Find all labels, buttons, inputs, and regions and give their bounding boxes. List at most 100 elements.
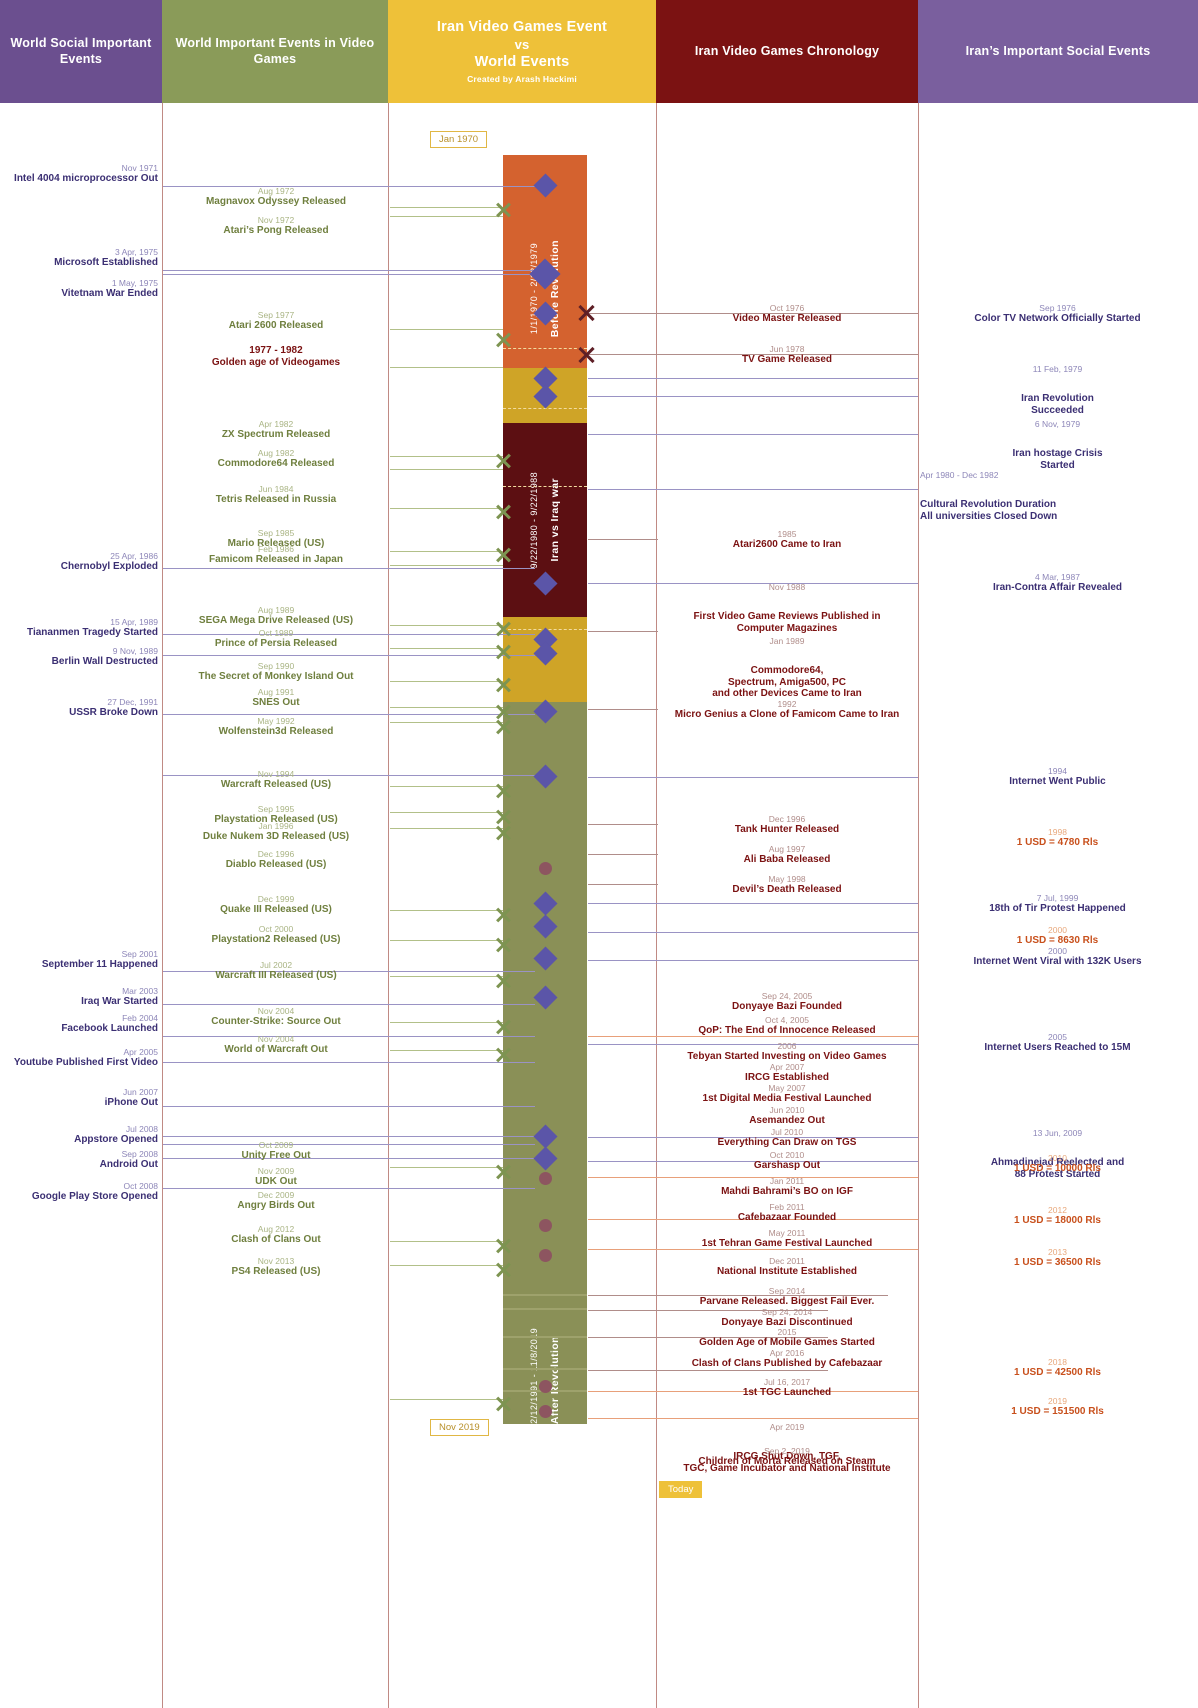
- event-title: USSR Broke Down: [69, 707, 158, 719]
- event-date: 2000: [1048, 946, 1067, 956]
- event-date: Jun 2007: [123, 1087, 158, 1097]
- event-marker-cross: [494, 676, 512, 694]
- connector: [163, 634, 535, 635]
- event-date: Sep 1995: [257, 804, 295, 814]
- connector: [163, 655, 535, 656]
- event-world-social: Sep 2001 September 11 Happened: [0, 949, 158, 971]
- connector: [588, 434, 918, 435]
- event-title: Donyaye Bazi Founded: [731, 1001, 842, 1013]
- event-world-games: Nov 1994 Warcraft Released (US): [165, 769, 387, 791]
- event-marker-dot: [539, 1249, 552, 1262]
- event-date: 13 Jun, 2009: [1032, 1127, 1083, 1138]
- event-marker-cross: [494, 1018, 512, 1036]
- rail-world-social: [162, 103, 163, 1708]
- event-iran-chronology: 1985 Atari2600 Came to Iran: [658, 529, 916, 551]
- era-separator-1: [503, 348, 587, 349]
- event-title: Iraq War Started: [81, 996, 158, 1008]
- event-iran-chronology: Dec 2011 National Institute Established: [658, 1256, 916, 1278]
- event-iran-chronology: Apr 2016 Clash of Clans Published by Caf…: [658, 1348, 916, 1370]
- event-title: National Institute Established: [716, 1266, 858, 1278]
- connector: [163, 270, 535, 271]
- header-center-title2: World Events: [474, 53, 570, 70]
- event-iran-chronology: Oct 1976 Video Master Released: [658, 303, 916, 325]
- connector: [588, 1036, 918, 1037]
- event-iran-social-currency: 2018 1 USD = 42500 Rls: [920, 1357, 1195, 1379]
- event-title: Parvane Released. Biggest Fail Ever.: [699, 1296, 875, 1308]
- event-date: Oct 2008: [123, 1181, 159, 1191]
- event-date: Nov 2009: [257, 1166, 295, 1176]
- event-iran-chronology: Jun 2010 Asemandez Out: [658, 1105, 916, 1127]
- connector: [163, 1188, 535, 1189]
- event-title: 1 USD = 10000 Rls: [1014, 1163, 1101, 1175]
- event-date: Oct 1989: [258, 628, 294, 638]
- event-marker-cross: [494, 452, 512, 470]
- event-iran-chronology: May 1998 Devil’s Death Released: [658, 874, 916, 896]
- event-title: IRCG Shut Down, TGF, TGC, Game Incubator…: [683, 1450, 891, 1474]
- event-date: Nov 1972: [257, 215, 295, 225]
- event-world-games: Feb 1986 Famicom Released in Japan: [165, 544, 387, 566]
- event-title: 1 USD = 151500 Rls: [1011, 1406, 1104, 1418]
- era-iran-iraq-war-name: Iran vs Iraq war: [549, 478, 561, 562]
- event-world-games: Sep 1995 Playstation Released (US): [165, 804, 387, 826]
- event-date: 1998: [1048, 827, 1067, 837]
- event-title: Mario Released (US): [227, 538, 325, 550]
- event-world-games: Apr 1982 ZX Spectrum Released: [165, 419, 387, 441]
- event-title: Golden age of Videogames: [211, 356, 341, 368]
- connector: [163, 1136, 535, 1137]
- event-date: 2010: [1048, 1153, 1067, 1163]
- event-world-games: Sep 1985 Mario Released (US): [165, 528, 387, 550]
- event-iran-chronology: 2015 Golden Age of Mobile Games Started: [658, 1327, 916, 1349]
- event-marker-cross: [494, 1261, 512, 1279]
- connector: [163, 1036, 535, 1037]
- event-title: IRCG Established: [745, 1072, 829, 1084]
- event-title: Youtube Published First Video: [13, 1057, 158, 1069]
- event-date: Sep 24, 2005: [761, 991, 813, 1001]
- event-iran-social: 6 Nov, 1979 Iran hostage Crisis Started: [920, 400, 1195, 471]
- event-world-games-highlight: 1977 - 1982 Golden age of Videogames: [165, 345, 387, 369]
- connector: [588, 313, 918, 314]
- event-date: 2018: [1048, 1357, 1067, 1367]
- connector: [588, 1161, 918, 1162]
- event-date: Apr 1982: [258, 419, 294, 429]
- connector: [588, 824, 658, 825]
- event-date: Mar 2003: [122, 986, 158, 996]
- event-iran-chronology: Aug 1997 Ali Baba Released: [658, 844, 916, 866]
- event-iran-social: 11 Feb, 1979 Iran Revolution Succeeded: [920, 345, 1195, 416]
- event-date: Feb 1986: [258, 544, 294, 554]
- era-stripe-1: [503, 1294, 587, 1296]
- event-title: QoP: The End of Innocence Released: [698, 1025, 876, 1037]
- event-date: Nov 2004: [257, 1006, 295, 1016]
- event-world-social: 3 Apr, 1975 Microsoft Established: [0, 247, 158, 269]
- event-date: 2012: [1048, 1205, 1067, 1215]
- connector: [588, 378, 918, 379]
- connector: [588, 354, 918, 355]
- event-world-social: Nov 1971 Intel 4004 microprocessor Out: [0, 163, 158, 185]
- event-title: Ali Baba Released: [743, 854, 831, 866]
- header-center: Iran Video Games Event vs World Events C…: [388, 0, 656, 103]
- event-world-games: Oct 2009 Unity Free Out: [165, 1140, 387, 1162]
- event-title: Vitetnam War Ended: [61, 288, 158, 300]
- event-title: Duke Nukem 3D Released (US): [202, 831, 350, 843]
- era-before-revolution-name: Before Revolution: [549, 240, 561, 338]
- connector: [390, 1022, 503, 1023]
- event-date: Feb 2004: [122, 1013, 158, 1023]
- event-date: Dec 2009: [257, 1190, 295, 1200]
- event-world-games: Nov 2009 UDK Out: [165, 1166, 387, 1188]
- event-date: May 1998: [768, 874, 806, 884]
- event-world-games: Dec 2009 Angry Birds Out: [165, 1190, 387, 1212]
- event-iran-chronology: Nov 1988 First Video Game Reviews Publis…: [658, 563, 916, 634]
- connector: [588, 631, 658, 632]
- event-world-social: Apr 2005 Youtube Published First Video: [0, 1047, 158, 1069]
- event-title: Garshasp Out: [753, 1160, 821, 1172]
- event-title: Berlin Wall Destructed: [51, 656, 158, 668]
- event-title: SEGA Mega Drive Released (US): [198, 615, 354, 627]
- event-world-social: 25 Apr, 1986 Chernobyl Exploded: [0, 551, 158, 573]
- event-date: 15 Apr, 1989: [110, 617, 158, 627]
- event-world-games: Aug 1972 Magnavox Odyssey Released: [165, 186, 387, 208]
- event-iran-social: 1994 Internet Went Public: [920, 766, 1195, 788]
- event-title: September 11 Happened: [41, 959, 158, 971]
- event-date: Sep 1977: [257, 310, 295, 320]
- event-iran-social: 2000 Internet Went Viral with 132K Users: [920, 946, 1195, 968]
- event-title: The Secret of Monkey Island Out: [198, 671, 354, 683]
